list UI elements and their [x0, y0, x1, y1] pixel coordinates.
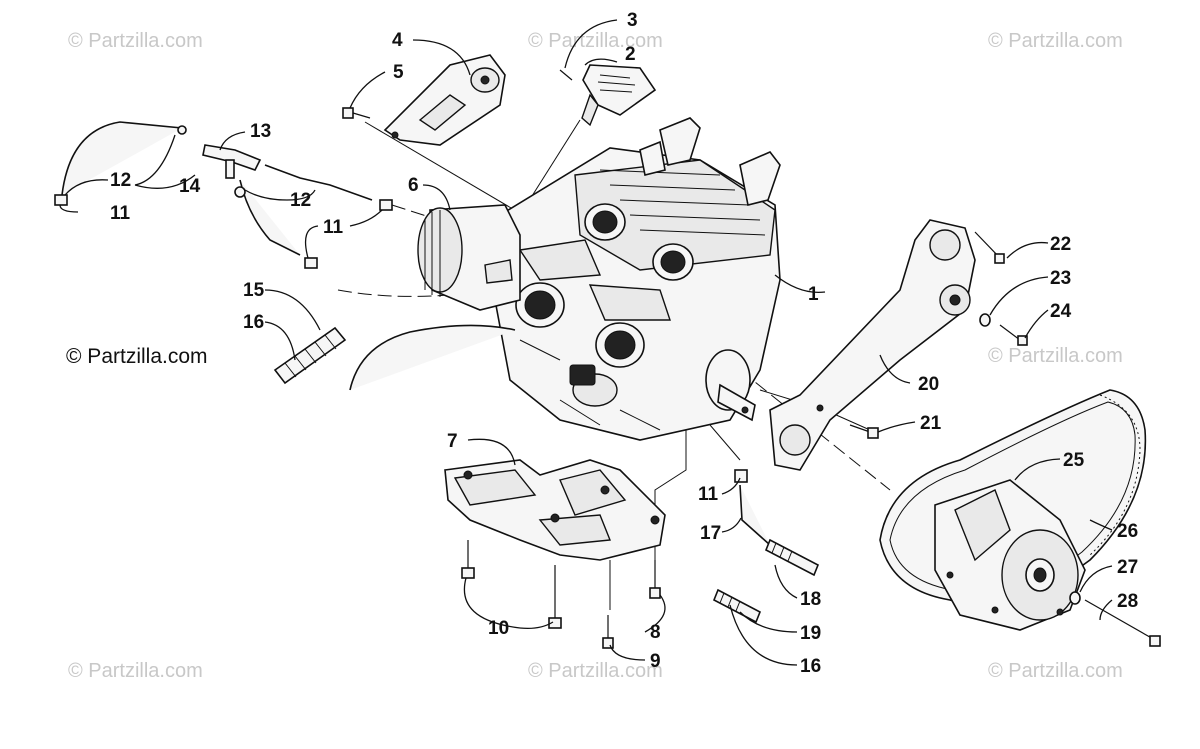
watermark: © Partzilla.com: [528, 30, 663, 52]
callout-21: 21: [920, 413, 942, 434]
callout-11d: 11: [698, 484, 719, 505]
callout-19: 19: [800, 623, 821, 644]
watermark: © Partzilla.com: [68, 30, 203, 52]
callout-20: 20: [918, 374, 939, 395]
bolt-5: [342, 107, 371, 119]
bolt-10a: [461, 540, 475, 579]
washer-27: [1069, 591, 1081, 605]
engine: [494, 117, 781, 441]
hose-15: [273, 326, 347, 385]
callout-26: 26: [1117, 521, 1138, 542]
clamp-11b: [304, 257, 318, 269]
callout-11a: 11: [110, 203, 131, 224]
watermark: © Partzilla.com: [68, 660, 203, 682]
assembly-line: [654, 430, 687, 570]
callout-22: 22: [1050, 234, 1071, 255]
fitting-19: [712, 588, 762, 624]
watermark: © Partzilla.com: [528, 660, 663, 682]
callout-2: 2: [625, 44, 636, 65]
assembly-line: [709, 424, 741, 461]
callout-14: 14: [179, 176, 201, 197]
engine-mount-7: [444, 459, 666, 561]
callout-15: 15: [243, 280, 265, 301]
hose-17: [734, 469, 771, 546]
watermark: © Partzilla.com: [988, 660, 1123, 682]
clamp-14: [177, 125, 246, 198]
tee-13: [202, 144, 262, 179]
bolt-8: [649, 560, 661, 599]
callout-23: 23: [1050, 268, 1071, 289]
callout-28: 28: [1117, 591, 1138, 612]
watermark: © Partzilla.com: [988, 345, 1123, 367]
assembly-line: [337, 284, 521, 297]
callout-10: 10: [488, 618, 509, 639]
callout-27: 27: [1117, 557, 1138, 578]
callout-25: 25: [1063, 450, 1085, 471]
callout-18: 18: [800, 589, 821, 610]
bolt-21: [849, 424, 879, 439]
leader-lines: [59, 19, 1113, 666]
callout-24: 24: [1050, 301, 1072, 322]
callout-9: 9: [650, 651, 661, 672]
callout-13: 13: [250, 121, 271, 142]
callout-12b: 12: [290, 190, 311, 211]
clutch-25: [934, 479, 1086, 631]
bracket-4: [383, 54, 506, 146]
hose-12a: [61, 121, 183, 196]
callout-12a: 12: [110, 170, 131, 191]
bolt-9: [602, 615, 614, 649]
callout-6: 6: [408, 175, 419, 196]
callout-7: 7: [447, 431, 458, 452]
watermark-main: © Partzilla.com: [66, 345, 208, 368]
hose-upper: [264, 164, 373, 201]
callout-1: 1: [808, 284, 819, 305]
bracket-20: [769, 219, 976, 471]
fitting-18: [764, 538, 820, 577]
bolt-28: [1084, 599, 1161, 647]
callout-8: 8: [650, 622, 661, 643]
clamp-11c: [379, 199, 393, 211]
bolt-22: [974, 231, 1005, 264]
bolt-24: [999, 324, 1028, 346]
hose-long: [349, 324, 516, 391]
callout-3: 3: [627, 10, 638, 31]
callout-4: 4: [392, 30, 403, 51]
watermark: © Partzilla.com: [988, 30, 1123, 52]
callout-16a: 16: [243, 312, 264, 333]
washer-23: [979, 313, 991, 327]
clamp-11a: [54, 194, 68, 206]
airbox: [417, 204, 521, 311]
callout-17: 17: [700, 523, 721, 544]
handle-2: [559, 64, 657, 127]
assembly-line: [739, 369, 891, 491]
callout-labels: 1 2 3 4 5 6 7 8 9 10 11 12 13 14 15 16 1…: [110, 10, 1138, 677]
bolt-10b: [548, 565, 562, 629]
callout-11b: 11: [323, 217, 344, 238]
callout-5: 5: [393, 62, 404, 83]
callout-16b: 16: [800, 656, 821, 677]
